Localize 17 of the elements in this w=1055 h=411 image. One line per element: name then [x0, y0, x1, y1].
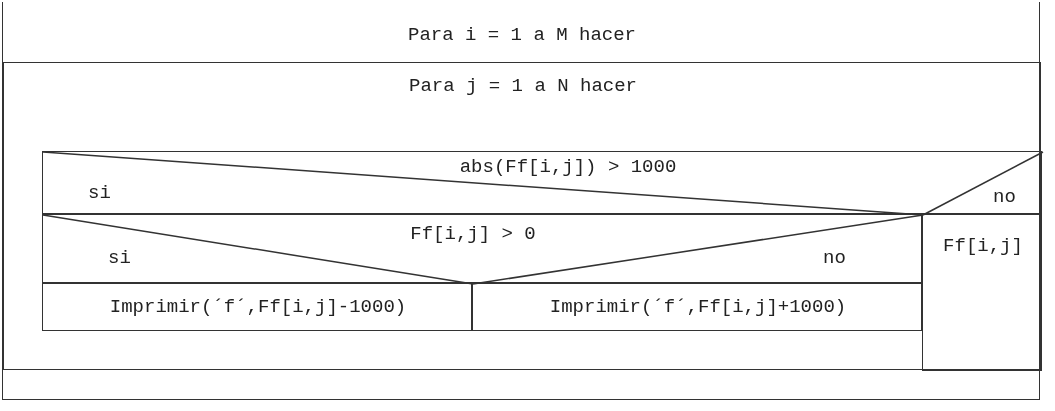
decision-box [42, 214, 922, 283]
process-box [922, 214, 1042, 371]
process-box [42, 283, 472, 331]
branch-label: si [88, 182, 111, 204]
branch-label: si [108, 247, 131, 269]
branch-label: no [993, 186, 1016, 208]
loop-header: Para i = 1 a M hacer [408, 24, 636, 46]
condition-text: Ff[i,j] > 0 [410, 223, 536, 245]
process-box [472, 283, 922, 331]
statement-text: Ff[i,j] [943, 235, 1023, 257]
loop-box [3, 62, 1041, 370]
decision-box [42, 151, 1042, 214]
condition-text: abs(Ff[i,j]) > 1000 [459, 156, 677, 178]
branch-label: no [823, 247, 846, 269]
statement-text: Imprimir(´f´,Ff[i,j]-1000) [109, 296, 407, 318]
statement-text: Imprimir(´f´,Ff[i,j]+1000) [549, 296, 847, 318]
loop-header: Para j = 1 a N hacer [409, 75, 637, 97]
